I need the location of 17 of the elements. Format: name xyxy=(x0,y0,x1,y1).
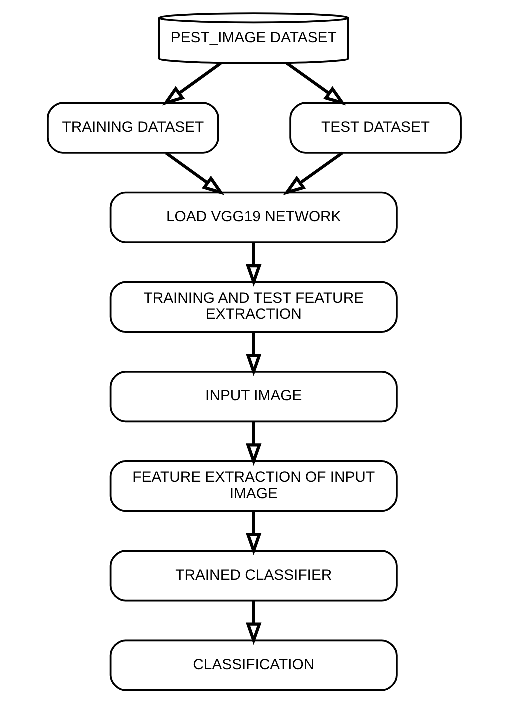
arrow xyxy=(246,511,262,556)
node-box: TEST DATASET xyxy=(289,102,462,154)
node-box: TRAINED CLASSIFIER xyxy=(109,550,398,602)
arrow xyxy=(282,152,343,196)
arrow xyxy=(246,422,262,466)
arrow xyxy=(246,600,262,646)
arrow xyxy=(246,242,262,287)
arrow xyxy=(162,62,222,106)
node-box: TRAINING DATASET xyxy=(46,102,219,154)
node-box: LOAD VGG19 NETWORK xyxy=(109,192,398,244)
arrow xyxy=(246,332,262,376)
arrow xyxy=(286,62,346,106)
arrow xyxy=(164,152,224,196)
node-box: CLASSIFICATION xyxy=(109,640,398,692)
node-box: INPUT IMAGE xyxy=(109,370,398,423)
node-box: TRAINING AND TEST FEATURE EXTRACTION xyxy=(109,281,398,334)
node-box: FEATURE EXTRACTION OF INPUT IMAGE xyxy=(109,460,398,512)
